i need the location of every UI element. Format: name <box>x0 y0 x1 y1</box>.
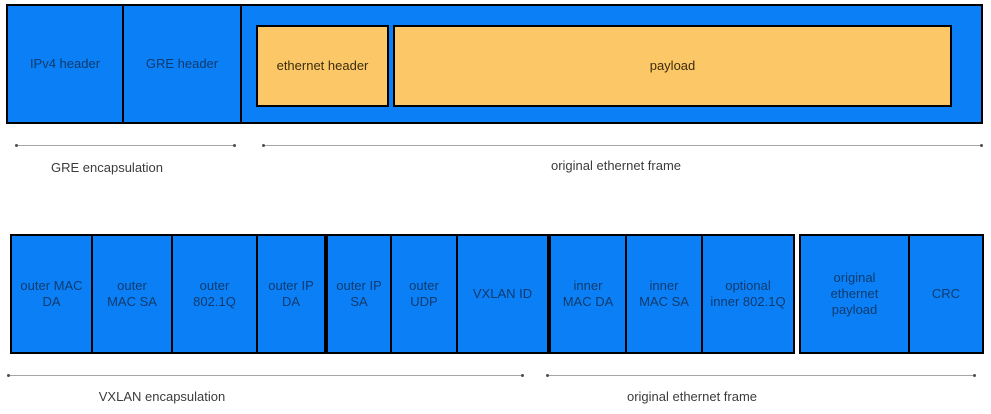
box-label: GRE header <box>145 56 219 71</box>
box-inner-mac-sa: inner MAC SA <box>625 234 703 354</box>
box-payload: payload <box>393 25 952 107</box>
box-crc: CRC <box>908 234 984 354</box>
box-inner-mac-da: inner MAC DA <box>549 234 627 354</box>
box-label: original ethernet payload <box>830 270 879 317</box>
box-label: inner MAC SA <box>639 278 689 309</box>
box-label: outer 802.1Q <box>193 278 236 309</box>
box-label: inner MAC DA <box>562 278 614 309</box>
box-outer-mac-da: outer MAC DA <box>10 234 93 354</box>
box-label: optional inner 802.1Q <box>710 278 786 309</box>
box-label: VXLAN ID <box>472 286 533 301</box>
box-label: outer MAC DA <box>20 278 83 309</box>
vxlan-encapsulation-underline <box>7 374 524 377</box>
caption-original-ethernet-frame-top: original ethernet frame <box>550 158 682 173</box>
box-optional-inner-8021q: optional inner 802.1Q <box>701 234 795 354</box>
box-label: payload <box>649 58 696 73</box>
box-outer-ip-sa: outer IP SA <box>326 234 392 354</box>
box-label: CRC <box>931 286 961 301</box>
box-label: outer UDP <box>409 278 439 309</box>
box-label: ethernet header <box>276 58 369 73</box>
box-label: outer IP SA <box>336 278 382 309</box>
box-label: IPv4 header <box>29 56 101 71</box>
gre-encapsulation-underline <box>15 144 236 147</box>
box-outer-8021q: outer 802.1Q <box>171 234 258 354</box>
box-vxlan-id: VXLAN ID <box>456 234 549 354</box>
caption-gre-encapsulation: GRE encapsulation <box>50 160 164 175</box>
box-outer-ip-da: outer IP DA <box>256 234 326 354</box>
box-ipv4-header: IPv4 header <box>6 4 124 124</box>
box-ethernet-header: ethernet header <box>256 25 389 107</box>
caption-vxlan-encapsulation: VXLAN encapsulation <box>98 389 226 404</box>
box-original-ethernet-payload: original ethernet payload <box>799 234 910 354</box>
original-frame-underline-bottom <box>546 374 976 377</box>
box-label: outer MAC SA <box>107 278 157 309</box>
caption-original-ethernet-frame-bottom: original ethernet frame <box>626 389 758 404</box>
box-outer-mac-sa: outer MAC SA <box>91 234 173 354</box>
original-frame-underline-top <box>262 144 983 147</box>
box-label: outer IP DA <box>268 278 314 309</box>
box-gre-header: GRE header <box>122 4 242 124</box>
box-outer-udp: outer UDP <box>390 234 458 354</box>
